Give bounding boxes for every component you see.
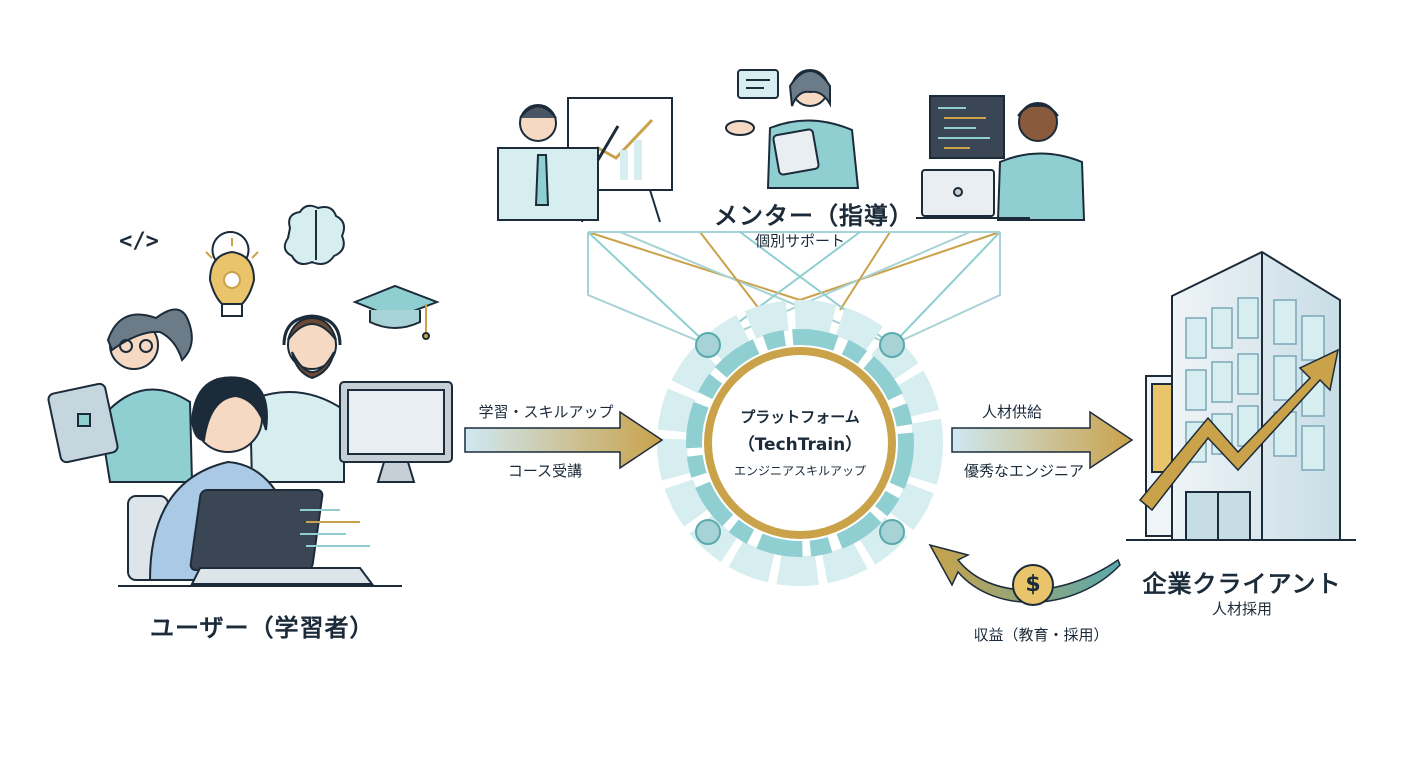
lightbulb-gear-icon (205, 231, 259, 317)
mentor-subtitle: 個別サポート (754, 232, 845, 250)
platform-node (695, 332, 721, 358)
platform-name: （TechTrain） (737, 435, 863, 455)
code-icon: </> (119, 229, 159, 254)
user-title: ユーザー（学習者） (150, 614, 375, 642)
platform-node (695, 519, 721, 545)
mentor-title: メンター（指導） (714, 202, 914, 230)
platform-title: プラットフォーム (740, 408, 860, 426)
learning-arrow-bottom-label: コース受講 (507, 462, 583, 480)
learning-arrow (464, 410, 664, 470)
coin-icon (1012, 564, 1054, 606)
user-group-illustration (47, 204, 453, 587)
client-subtitle: 人材採用 (1211, 600, 1272, 618)
dollar-sign: $ (1025, 572, 1041, 597)
platform-node (879, 519, 905, 545)
client-title: 企業クライアント (1142, 570, 1342, 598)
revenue-label: 収益（教育・採用） (973, 626, 1109, 644)
mentor-tablet-illustration (725, 69, 860, 189)
office-building-illustration (1126, 250, 1356, 541)
brain-icon (283, 204, 345, 265)
platform-subtitle: エンジニアスキルアップ (733, 464, 866, 478)
learning-arrow-top-label: 学習・スキルアップ (478, 403, 614, 421)
supply-arrow-bottom-label: 優秀なエンジニア (963, 462, 1084, 480)
revenue-arrow (928, 543, 1121, 606)
platform-ring (657, 300, 943, 586)
graduation-cap-icon (352, 284, 440, 340)
mentor-presenter-illustration (497, 97, 673, 223)
platform-node (879, 332, 905, 358)
supply-arrow (951, 410, 1134, 470)
mentor-coder-illustration (916, 95, 1086, 221)
supply-arrow-top-label: 人材供給 (981, 403, 1042, 421)
